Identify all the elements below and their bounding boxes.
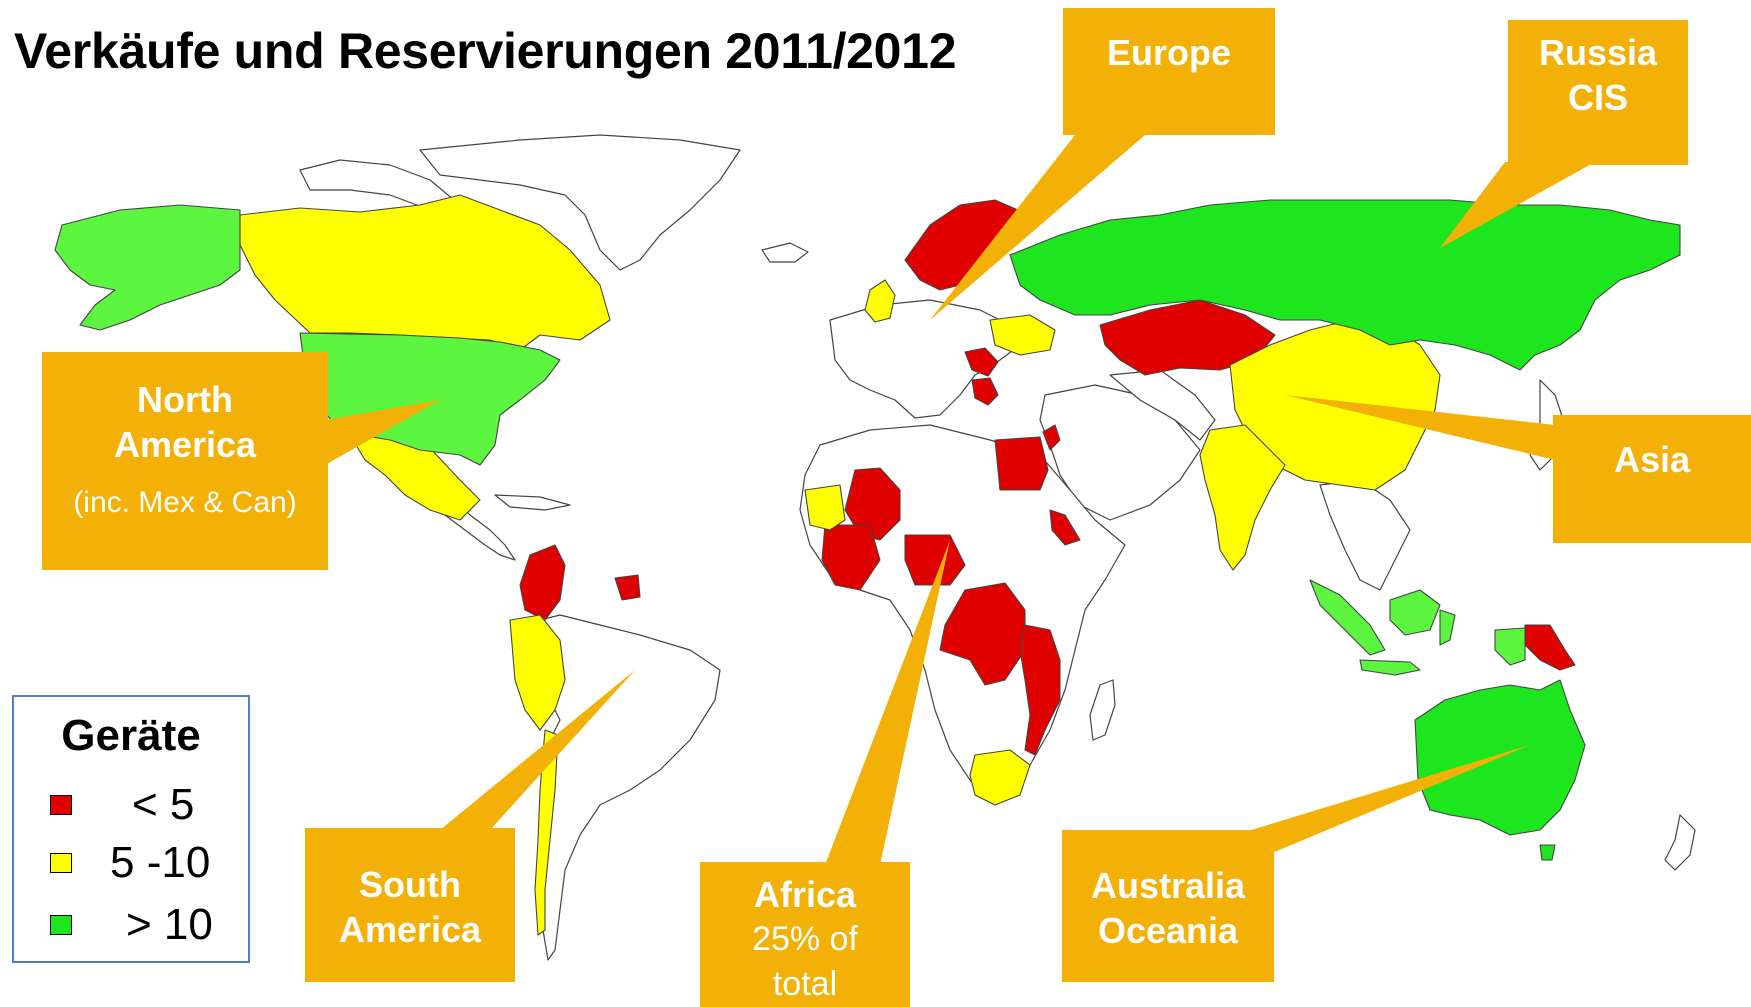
legend-swatch-mid [50, 853, 72, 873]
callout-europe-line1: Europe [1106, 32, 1231, 73]
legend-row-mid: 5 -10 [14, 838, 248, 887]
mali [844, 467, 901, 541]
south-africa [969, 749, 1031, 806]
europe-pointer [930, 135, 1145, 320]
indonesia-java [1359, 659, 1421, 676]
indonesia-sulawesi [1439, 609, 1456, 646]
callout-south-america-line2: America [338, 909, 482, 950]
europe [829, 299, 1021, 419]
callout-russia-line2: CIS [1567, 77, 1628, 118]
colombia [519, 544, 566, 621]
legend-row-high: > 10 [14, 900, 248, 949]
legend-swatch-high [50, 915, 72, 935]
iceland [761, 242, 809, 263]
legend-label-mid: 5 -10 [110, 838, 211, 887]
peru [509, 614, 566, 731]
legend-row-low: < 5 [14, 780, 248, 829]
asia-pointer [1285, 395, 1555, 460]
north-america-pointer [325, 400, 440, 465]
callout-australia-line1: Australia [1090, 865, 1246, 906]
page-title: Verkäufe und Reservierungen 2011/2012 [14, 23, 957, 79]
africa-pointer [825, 540, 950, 865]
central-asia [1109, 369, 1216, 441]
caribbean [494, 494, 571, 511]
uk [864, 279, 896, 323]
callout-south-america: South America [305, 828, 515, 982]
callout-north-america-line2: America [113, 424, 257, 465]
alaska [54, 204, 241, 331]
callout-south-america-line1: South [359, 864, 461, 905]
legend: Geräte < 5 5 -10 > 10 [12, 695, 250, 963]
drc [939, 582, 1026, 686]
indonesia-sumatra [1309, 579, 1386, 656]
west-africa-yellow [804, 484, 846, 531]
callout-africa-sub2: total [772, 965, 838, 1003]
callout-russia: Russia CIS [1508, 20, 1688, 165]
greece [971, 377, 999, 406]
greenland [419, 134, 741, 271]
callout-north-america: North America (inc. Mex & Can) [42, 352, 328, 570]
callout-africa-sub1: 25% of [752, 920, 858, 958]
callout-north-america-line1: North [137, 379, 233, 420]
egypt [994, 436, 1049, 491]
callout-russia-line1: Russia [1538, 32, 1658, 73]
indonesia-borneo [1389, 589, 1441, 636]
callout-asia-line1: Asia [1613, 439, 1691, 480]
callout-asia: Asia [1553, 415, 1751, 543]
canada [239, 194, 611, 351]
chile [534, 729, 559, 936]
new-zealand [1664, 814, 1696, 871]
south-america-pointer [440, 670, 635, 830]
balkans [964, 347, 999, 377]
papua-new-guinea [1524, 624, 1576, 671]
eritrea [1049, 509, 1081, 546]
east-africa [1019, 624, 1061, 756]
madagascar [1089, 679, 1116, 741]
levant [1042, 424, 1061, 451]
southeast-asia [1319, 479, 1411, 591]
russia [1009, 199, 1681, 371]
west-africa [821, 524, 881, 591]
legend-swatch-low [50, 795, 72, 815]
callout-north-america-note: (inc. Mex & Can) [73, 486, 297, 519]
guyana [614, 574, 641, 601]
russia-pointer [1440, 162, 1595, 248]
callout-australia: Australia Oceania [1062, 830, 1274, 982]
papua-indonesia [1494, 627, 1526, 666]
india [1199, 424, 1286, 571]
nigeria [904, 534, 966, 586]
callout-europe: Europe [1063, 8, 1275, 135]
callout-africa: Africa 25% of total [700, 862, 910, 1007]
callout-africa-line1: Africa [753, 874, 857, 915]
callout-australia-line2: Oceania [1097, 910, 1239, 951]
legend-label-high: > 10 [126, 900, 213, 949]
legend-title: Geräte [61, 711, 201, 760]
tasmania [1539, 844, 1556, 861]
legend-label-low: < 5 [132, 780, 195, 829]
ukraine [989, 314, 1056, 356]
